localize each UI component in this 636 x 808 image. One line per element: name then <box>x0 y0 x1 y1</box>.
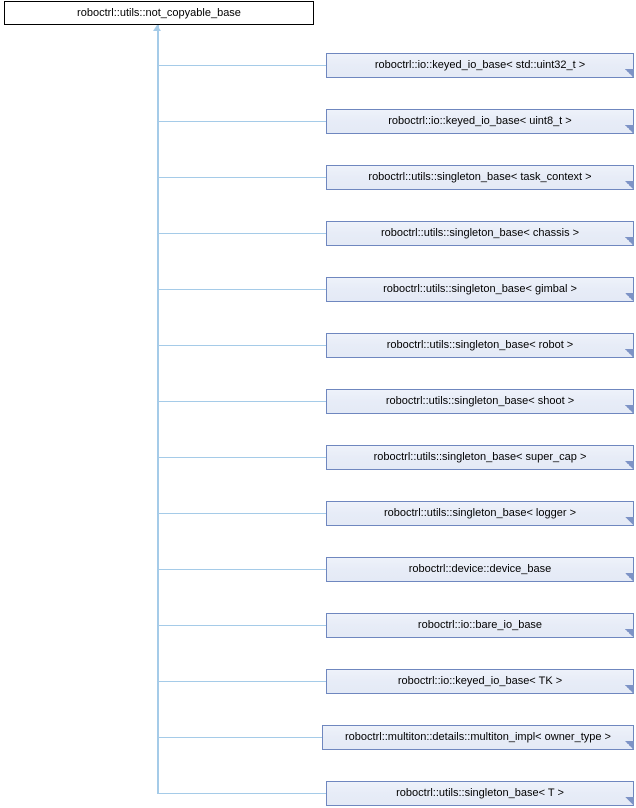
node-folded-corner-icon <box>625 685 634 694</box>
class-node-label: roboctrl::io::bare_io_base <box>417 619 543 631</box>
node-folded-corner-icon <box>625 461 634 470</box>
class-node-label: roboctrl::utils::singleton_base< task_co… <box>368 171 592 183</box>
class-node-label: roboctrl::utils::not_copyable_base <box>77 6 241 19</box>
node-folded-corner-icon <box>625 573 634 582</box>
class-node-label: roboctrl::utils::singleton_base< logger … <box>383 507 576 519</box>
class-node-derived[interactable]: roboctrl::utils::singleton_base< robot > <box>326 333 634 358</box>
connector-branch-line <box>158 681 326 682</box>
node-folded-corner-icon <box>625 349 634 358</box>
class-node-root[interactable]: roboctrl::utils::not_copyable_base <box>4 1 314 25</box>
node-folded-corner-icon <box>625 237 634 246</box>
connector-branch-line <box>158 513 326 514</box>
class-node-derived[interactable]: roboctrl::utils::singleton_base< T > <box>326 781 634 806</box>
connector-trunk-line <box>157 25 159 794</box>
class-node-derived[interactable]: roboctrl::io::bare_io_base <box>326 613 634 638</box>
connector-branch-line <box>158 289 326 290</box>
node-folded-corner-icon <box>625 797 634 806</box>
class-node-label: roboctrl::utils::singleton_base< chassis… <box>380 227 580 239</box>
class-node-derived[interactable]: roboctrl::utils::singleton_base< task_co… <box>326 165 634 190</box>
class-node-derived[interactable]: roboctrl::device::device_base <box>326 557 634 582</box>
node-folded-corner-icon <box>625 629 634 638</box>
connector-branch-line <box>158 625 326 626</box>
class-node-label: roboctrl::utils::singleton_base< super_c… <box>373 451 587 463</box>
class-node-label: roboctrl::device::device_base <box>408 563 552 575</box>
connector-branch-line <box>158 793 326 794</box>
node-folded-corner-icon <box>625 293 634 302</box>
node-folded-corner-icon <box>625 125 634 134</box>
connector-branch-line <box>158 345 326 346</box>
class-node-derived[interactable]: roboctrl::utils::singleton_base< gimbal … <box>326 277 634 302</box>
connector-branch-line <box>158 569 326 570</box>
node-folded-corner-icon <box>625 741 634 750</box>
connector-branch-line <box>158 65 326 66</box>
class-node-derived[interactable]: roboctrl::io::keyed_io_base< std::uint32… <box>326 53 634 78</box>
class-node-label: roboctrl::utils::singleton_base< shoot > <box>385 395 575 407</box>
connector-branch-line <box>158 401 326 402</box>
class-node-label: roboctrl::io::keyed_io_base< TK > <box>397 675 563 687</box>
node-folded-corner-icon <box>625 405 634 414</box>
class-node-label: roboctrl::multiton::details::multiton_im… <box>345 731 611 743</box>
class-node-label: roboctrl::utils::singleton_base< robot > <box>386 339 574 351</box>
node-folded-corner-icon <box>625 517 634 526</box>
connector-branch-line <box>158 457 326 458</box>
class-node-label: roboctrl::utils::singleton_base< T > <box>396 787 564 799</box>
connector-branch-line <box>158 737 322 738</box>
connector-branch-line <box>158 121 326 122</box>
node-folded-corner-icon <box>625 69 634 78</box>
class-node-derived[interactable]: roboctrl::utils::singleton_base< chassis… <box>326 221 634 246</box>
class-node-label: roboctrl::io::keyed_io_base< uint8_t > <box>388 115 572 127</box>
class-node-derived[interactable]: roboctrl::multiton::details::multiton_im… <box>322 725 634 750</box>
node-folded-corner-icon <box>625 181 634 190</box>
class-node-derived[interactable]: roboctrl::utils::singleton_base< logger … <box>326 501 634 526</box>
connector-branch-line <box>158 177 326 178</box>
class-node-derived[interactable]: roboctrl::io::keyed_io_base< uint8_t > <box>326 109 634 134</box>
class-node-derived[interactable]: roboctrl::utils::singleton_base< super_c… <box>326 445 634 470</box>
class-node-label: roboctrl::utils::singleton_base< gimbal … <box>383 283 577 295</box>
connector-branch-line <box>158 233 326 234</box>
class-node-derived[interactable]: roboctrl::utils::singleton_base< shoot > <box>326 389 634 414</box>
class-node-label: roboctrl::io::keyed_io_base< std::uint32… <box>374 59 586 71</box>
class-node-derived[interactable]: roboctrl::io::keyed_io_base< TK > <box>326 669 634 694</box>
